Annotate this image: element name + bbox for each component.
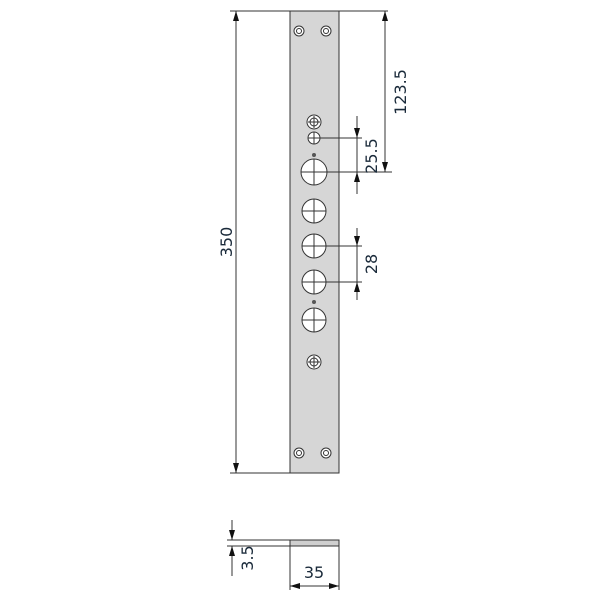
dimension-total-length: 350	[217, 227, 236, 258]
dimension-thickness: 3.5	[238, 545, 257, 570]
dimension-top-to-hole: 123.5	[391, 69, 410, 115]
mounting-screw-holes	[293, 25, 332, 459]
bolt-holes	[300, 158, 328, 333]
dimension-hole-pitch: 28	[362, 254, 381, 274]
dimension-hole-offset: 25.5	[362, 138, 381, 174]
fixing-holes	[306, 114, 322, 370]
dimension-width: 35	[304, 563, 324, 582]
plate-section	[289, 539, 340, 547]
